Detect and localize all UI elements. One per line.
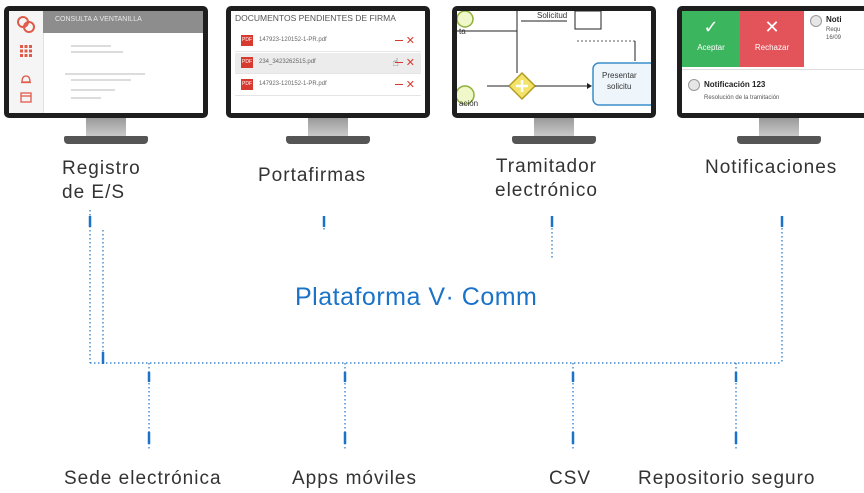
monitor-neck bbox=[759, 118, 799, 138]
monitor-tramitador: Solicitud ta Presentar solicitu ación bbox=[452, 6, 656, 148]
arrow-icon bbox=[395, 84, 403, 85]
module-label-notificaciones: Notificaciones bbox=[705, 156, 837, 180]
avatar bbox=[810, 15, 822, 27]
label-line: Portafirmas bbox=[258, 165, 367, 186]
notification-title: Noti bbox=[826, 15, 842, 24]
pdf-icon: PDF bbox=[241, 57, 253, 68]
module-label-tramitador: Tramitador electrónico bbox=[495, 155, 598, 203]
monitor-neck bbox=[534, 118, 574, 138]
logo-icon bbox=[17, 16, 35, 33]
monitor-stand bbox=[737, 136, 821, 144]
document-filename: 147923-120152-1-PR.pdf bbox=[259, 37, 327, 43]
monitor-screen: Solicitud ta Presentar solicitu ación bbox=[452, 6, 656, 118]
bell-icon[interactable] bbox=[20, 73, 32, 85]
portafirmas-header: DOCUMENTOS PENDIENTES DE FIRMA bbox=[235, 13, 396, 23]
reject-icon[interactable]: ✕ bbox=[405, 57, 415, 69]
text-line bbox=[71, 51, 123, 53]
label-line: Notificaciones bbox=[705, 157, 838, 178]
reject-label: Rechazar bbox=[754, 43, 790, 52]
monitor-notificaciones: ✓ Aceptar ✕ Rechazar Noti Requ 16/09 Not… bbox=[677, 6, 864, 148]
monitor-stand bbox=[286, 136, 370, 144]
accept-button[interactable]: ✓ Aceptar bbox=[682, 11, 740, 67]
monitor-screen: DOCUMENTOS PENDIENTES DE FIRMA PDF 14792… bbox=[226, 6, 430, 118]
arrow-icon bbox=[395, 40, 403, 41]
module-label-portafirmas: Portafirmas bbox=[258, 164, 366, 188]
monitor-portafirmas: DOCUMENTOS PENDIENTES DE FIRMA PDF 14792… bbox=[226, 6, 430, 148]
reject-button[interactable]: ✕ Rechazar bbox=[740, 11, 804, 67]
document-row[interactable]: PDF 147923-120152-1-PR.pdf ✕ bbox=[235, 75, 421, 96]
module-label-registro: Registro de E/S bbox=[62, 157, 141, 205]
label-line: de E/S bbox=[62, 182, 126, 203]
label-line: Registro bbox=[62, 158, 141, 179]
monitor-registro: CONSULTA A VENTANILLA bbox=[4, 6, 208, 148]
monitor-neck bbox=[86, 118, 126, 138]
close-icon: ✕ bbox=[764, 17, 780, 37]
reject-icon[interactable]: ✕ bbox=[405, 79, 415, 91]
monitor-stand bbox=[512, 136, 596, 144]
registro-title: CONSULTA A VENTANILLA bbox=[55, 16, 142, 23]
notificaciones-screen: ✓ Aceptar ✕ Rechazar Noti Requ 16/09 Not… bbox=[682, 11, 864, 113]
monitor-stand bbox=[64, 136, 148, 144]
registro-sidebar bbox=[9, 11, 44, 113]
calendar-icon[interactable] bbox=[20, 91, 32, 103]
text-line bbox=[65, 73, 145, 75]
monitor-neck bbox=[308, 118, 348, 138]
bottom-label-repositorio: Repositorio seguro bbox=[638, 468, 816, 489]
avatar bbox=[688, 79, 700, 91]
accept-label: Aceptar bbox=[697, 43, 725, 52]
dotted-connectors bbox=[89, 210, 783, 450]
monitor-screen: CONSULTA A VENTANILLA bbox=[4, 6, 208, 118]
grid-icon[interactable] bbox=[20, 45, 32, 57]
bottom-label-sede: Sede electrónica bbox=[64, 468, 222, 489]
arrow-icon bbox=[395, 62, 403, 63]
text-line bbox=[71, 79, 131, 81]
text-line bbox=[71, 97, 101, 99]
registro-header-bar: CONSULTA A VENTANILLA bbox=[43, 11, 203, 33]
pdf-icon: PDF bbox=[241, 79, 253, 90]
text-line bbox=[71, 89, 115, 91]
portafirmas-screen: DOCUMENTOS PENDIENTES DE FIRMA PDF 14792… bbox=[231, 11, 425, 113]
reject-icon[interactable]: ✕ bbox=[405, 35, 415, 47]
document-row[interactable]: PDF 234_3423262515.pdf ☝ ✕ bbox=[235, 53, 421, 74]
divider bbox=[682, 69, 864, 70]
bpmn-task-label: Presentar bbox=[602, 71, 637, 80]
pdf-icon: PDF bbox=[241, 35, 253, 46]
platform-title: Plataforma V· Comm bbox=[295, 283, 538, 311]
text-line bbox=[71, 45, 111, 47]
registro-screen: CONSULTA A VENTANILLA bbox=[9, 11, 203, 113]
document-row[interactable]: PDF 147923-120152-1-PR.pdf ✕ bbox=[235, 31, 421, 52]
document-filename: 147923-120152-1-PR.pdf bbox=[259, 81, 327, 87]
bpmn-label: Solicitud bbox=[537, 11, 568, 20]
bpmn-task-label: solicitu bbox=[607, 82, 632, 91]
notification-date: 16/09 bbox=[826, 35, 842, 41]
monitor-screen: ✓ Aceptar ✕ Rechazar Noti Requ 16/09 Not… bbox=[677, 6, 864, 118]
check-icon: ✓ bbox=[703, 17, 719, 37]
bpmn-flow-diagram bbox=[457, 11, 651, 106]
bpmn-label: ación bbox=[459, 99, 479, 108]
bottom-label-apps: Apps móviles bbox=[292, 468, 417, 489]
notification-item-desc: Resolución de la tramitación bbox=[704, 95, 780, 101]
bpmn-label: ta bbox=[459, 27, 466, 36]
label-line: electrónico bbox=[495, 180, 598, 201]
notification-text: Requ bbox=[826, 27, 841, 33]
tramitador-screen: Solicitud ta Presentar solicitu ación bbox=[457, 11, 651, 113]
hand-cursor-icon: ☝ bbox=[392, 57, 399, 69]
bottom-label-csv: CSV bbox=[549, 468, 592, 489]
connector-ticks bbox=[88, 216, 784, 444]
document-filename: 234_3423262515.pdf bbox=[259, 59, 316, 65]
notification-item-title: Notificación 123 bbox=[704, 80, 766, 89]
label-line: Tramitador bbox=[495, 156, 598, 177]
